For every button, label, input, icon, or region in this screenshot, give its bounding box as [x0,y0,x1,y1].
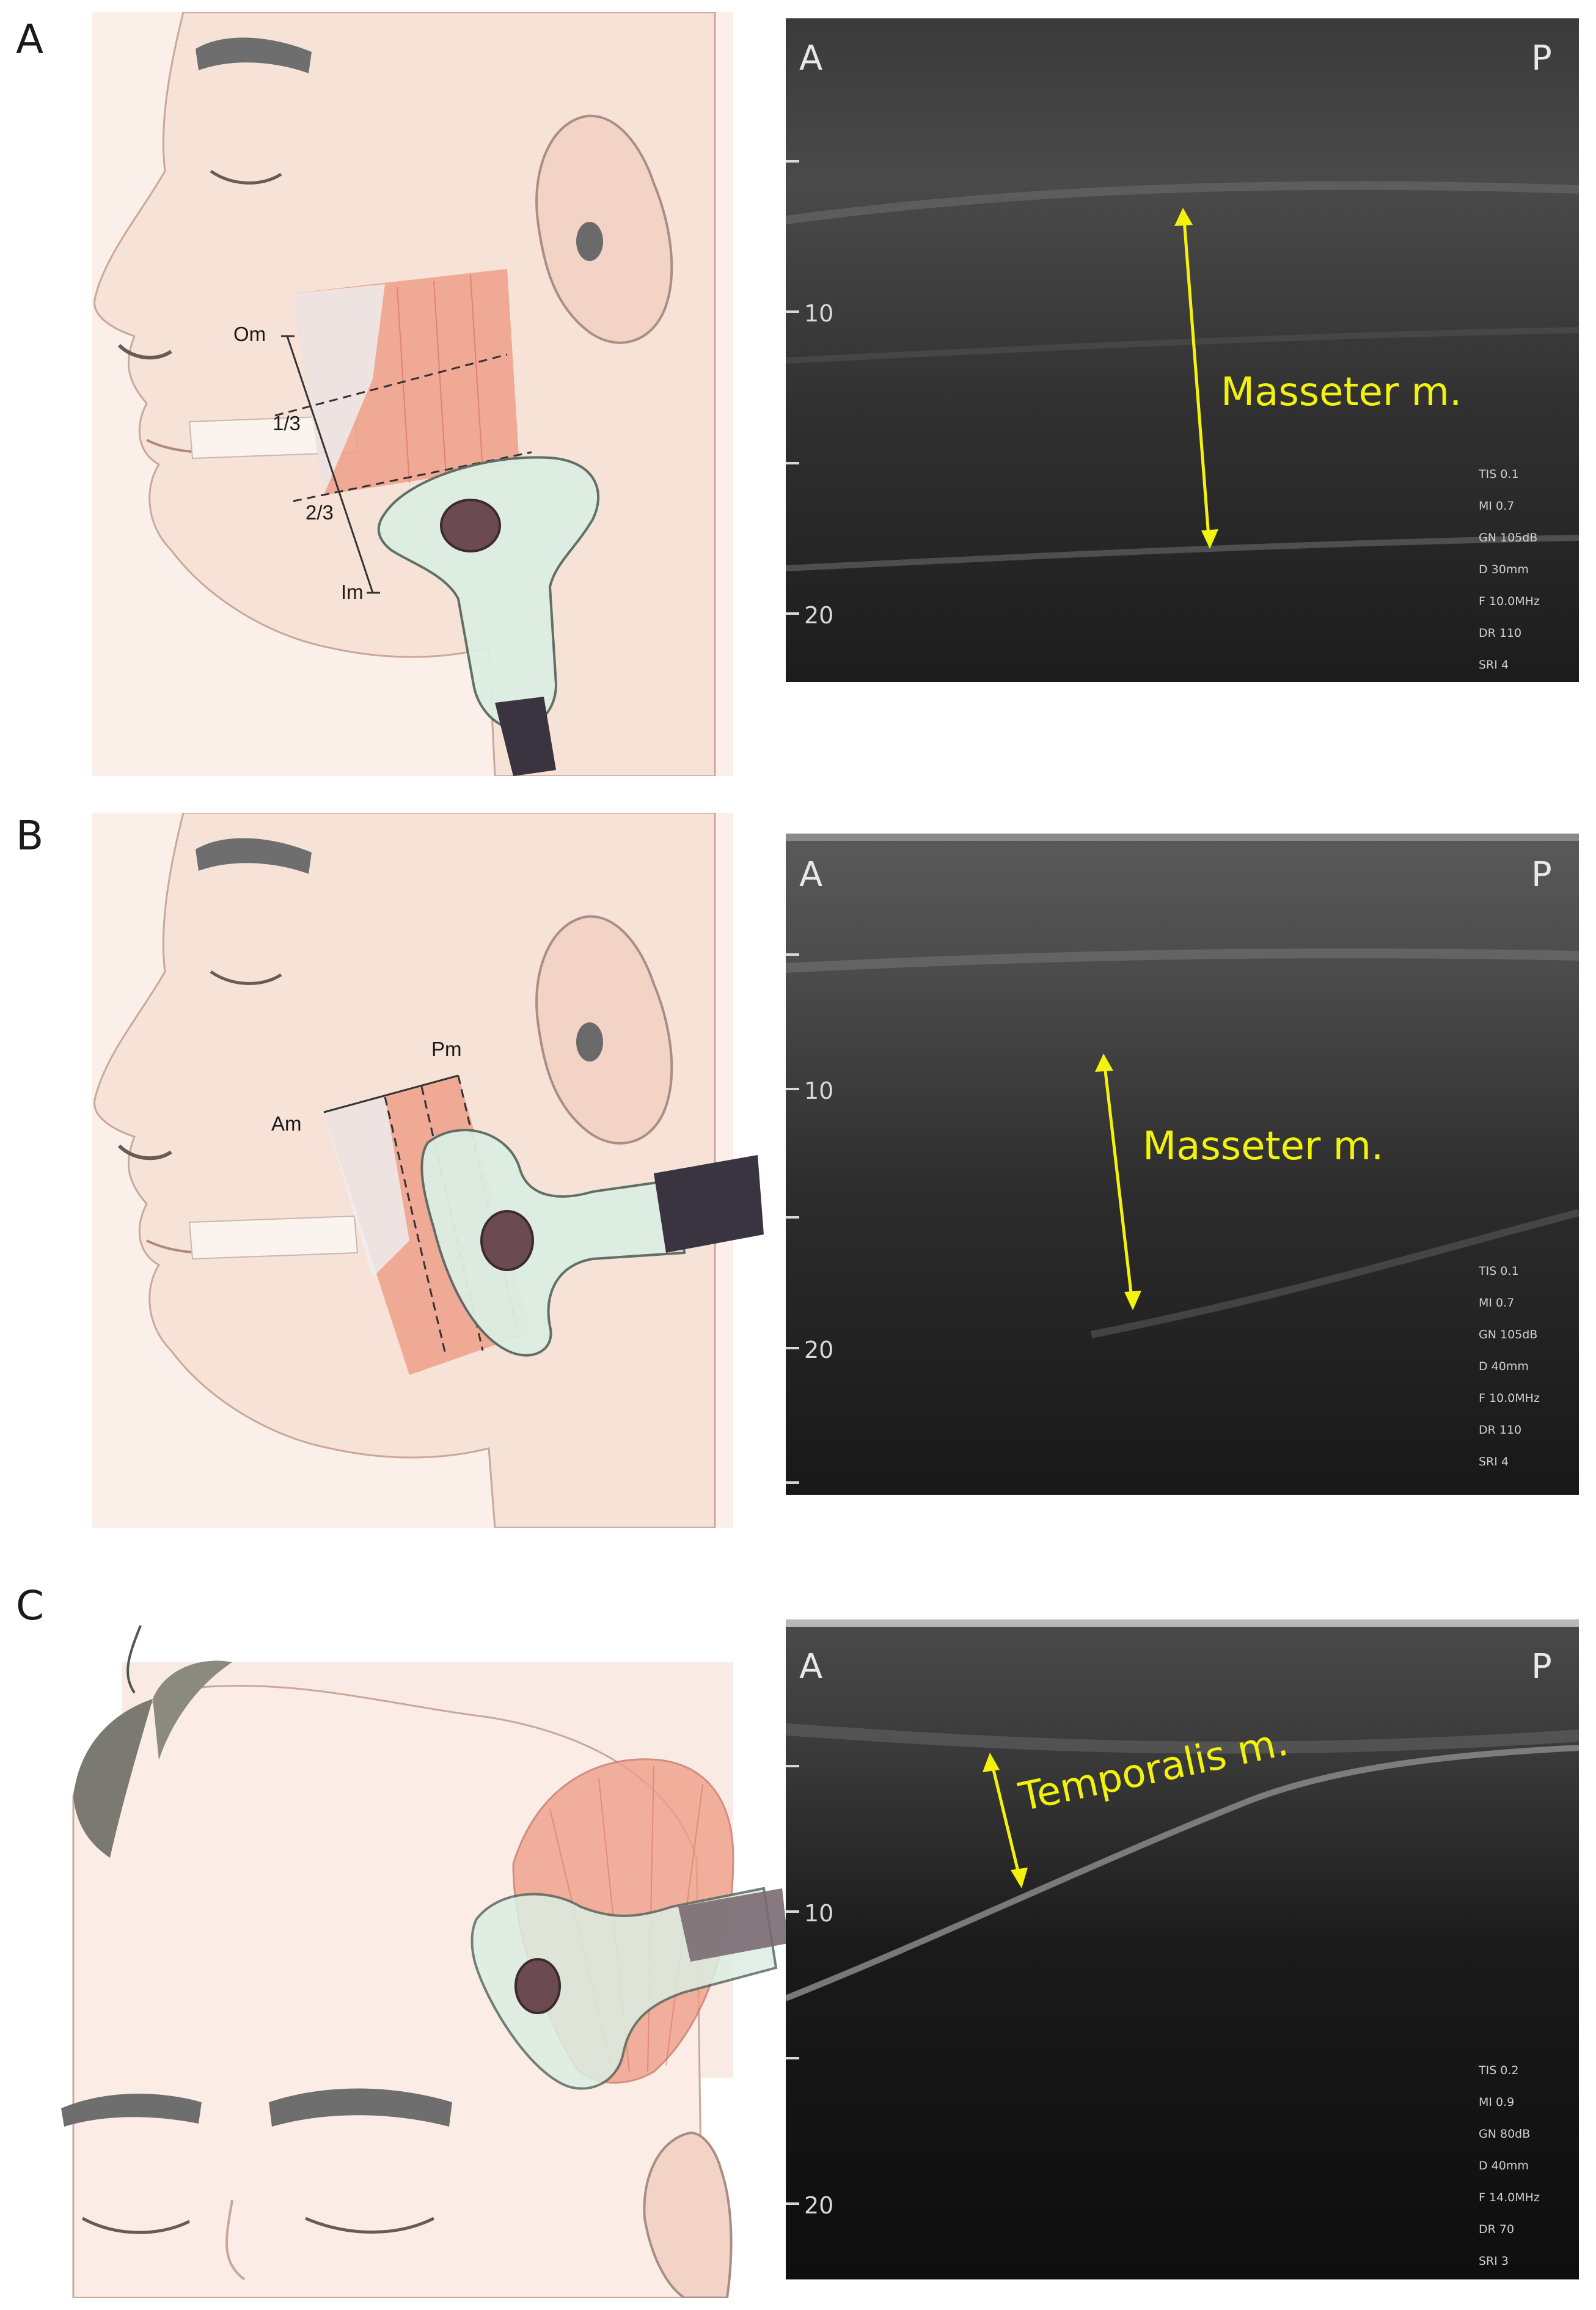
label-im: Im [341,581,364,603]
us-c-params: TIS 0.2 MI 0.9 GN 80dB D 40mm F 14.0MHz … [1479,2055,1540,2277]
us-c-param: D 40mm [1479,2159,1529,2172]
us-b-tick [786,1481,799,1484]
panel-label-b: B [16,812,44,859]
us-c-param: TIS 0.2 [1479,2064,1519,2077]
us-a-param: SRI 4 [1479,658,1509,672]
us-c-param: SRI 3 [1479,2254,1509,2268]
label-am: Am [271,1112,302,1135]
us-a-tick [786,160,799,163]
us-b-params: TIS 0.1 MI 0.7 GN 105dB D 40mm F 10.0MHz… [1479,1255,1540,1478]
label-om: Om [233,323,266,345]
ultrasound-image-c: A P 10 20 Temporalis m. TIS 0.2 MI 0.9 G… [786,1619,1579,2279]
us-a-tick [786,612,799,615]
us-c-tick [786,1910,799,1913]
us-b-param: SRI 4 [1479,1455,1509,1469]
us-b-posterior-marker: P [1531,855,1552,895]
us-b-depth-20: 20 [804,1336,834,1363]
us-b-param: MI 0.7 [1479,1296,1515,1310]
us-b-param: D 40mm [1479,1360,1529,1373]
us-b-tick [786,1088,799,1090]
us-c-tick [786,1765,799,1767]
us-b-anterior-marker: A [799,855,823,895]
us-c-depth-20: 20 [804,2192,834,2219]
us-a-param: DR 110 [1479,626,1522,640]
us-c-param: DR 70 [1479,2223,1515,2236]
us-a-param: TIS 0.1 [1479,468,1519,481]
us-a-tick [786,462,799,464]
us-a-depth-10: 10 [804,300,834,327]
us-a-param: F 10.0MHz [1479,595,1540,608]
us-c-depth-10: 10 [804,1900,834,1927]
illustration-c-face-frontal [61,1625,788,2298]
label-third-2: 2/3 [306,501,334,524]
us-b-param: GN 105dB [1479,1328,1538,1341]
us-b-depth-10: 10 [804,1077,834,1104]
us-b-param: TIS 0.1 [1479,1264,1519,1278]
us-b-param: F 10.0MHz [1479,1392,1540,1405]
us-b-tick [786,1347,799,1349]
us-a-param: D 30mm [1479,563,1529,576]
ultrasound-image-b: A P 10 20 Masseter m. TIS 0.1 MI 0.7 GN … [786,834,1579,1495]
us-a-depth-20: 20 [804,602,834,629]
us-a-param: GN 105dB [1479,531,1538,544]
label-pm: Pm [431,1038,462,1060]
panel-label-a: A [16,16,44,63]
us-a-params: TIS 0.1 MI 0.7 GN 105dB D 30mm F 10.0MHz… [1479,458,1540,681]
us-c-tick [786,2202,799,2205]
us-c-posterior-marker: P [1531,1647,1552,1687]
illustration-a-face-profile [92,12,733,776]
illustration-b-face-profile [92,813,764,1528]
ultrasound-image-a: A P 10 20 Masseter m. TIS 0.1 MI 0.7 GN … [786,18,1579,682]
us-b-tick [786,1216,799,1219]
us-c-tick [786,2057,799,2059]
us-c-anterior-marker: A [799,1647,823,1687]
us-a-posterior-marker: P [1531,38,1552,78]
label-third-1: 1/3 [273,412,301,435]
us-c-param: GN 80dB [1479,2127,1531,2141]
us-b-tick [786,953,799,956]
panel-label-c: C [16,1582,45,1629]
us-c-param: MI 0.9 [1479,2096,1515,2109]
us-b-muscle-label: Masseter m. [1143,1124,1384,1169]
us-a-param: MI 0.7 [1479,499,1515,513]
us-a-tick [786,310,799,313]
us-a-muscle-label: Masseter m. [1221,370,1462,415]
us-b-param: DR 110 [1479,1423,1522,1437]
us-a-anterior-marker: A [799,38,823,78]
us-c-param: F 14.0MHz [1479,2191,1540,2204]
